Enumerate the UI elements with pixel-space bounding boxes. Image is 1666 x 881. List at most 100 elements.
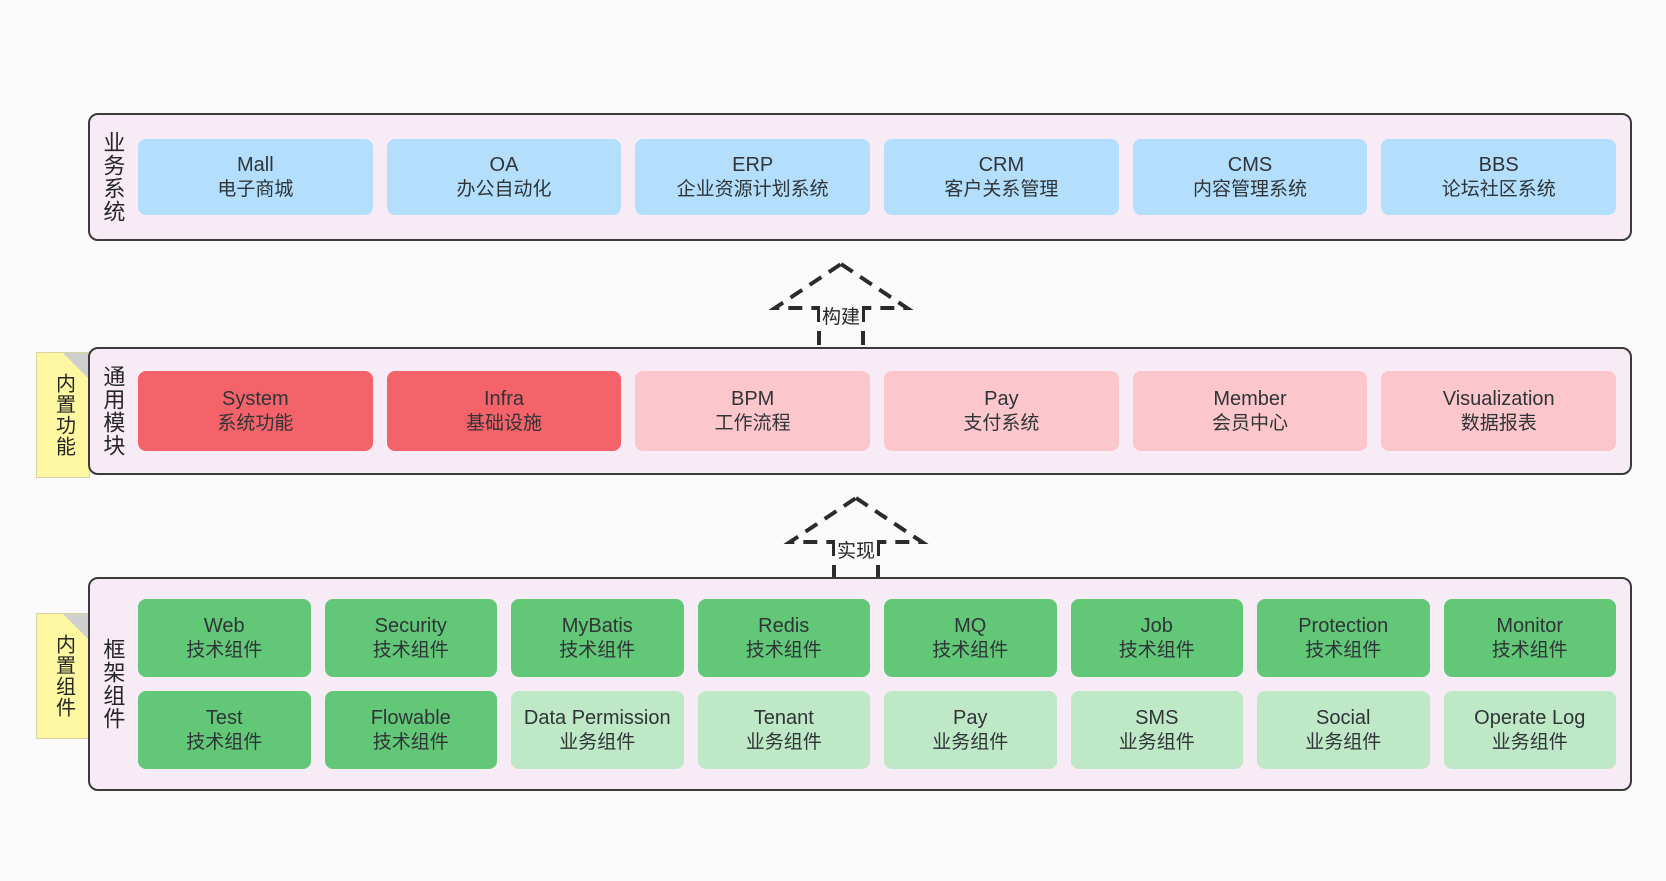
node-tenant[interactable]: Tenant 业务组件 <box>697 691 870 769</box>
node-data-permission[interactable]: Data Permission 业务组件 <box>511 691 684 769</box>
node-pay[interactable]: Pay 支付系统 <box>884 371 1119 451</box>
node-row: Web 技术组件 Security 技术组件 MyBatis 技术组件 Redi… <box>138 599 1616 677</box>
node-title: SMS <box>1135 707 1179 730</box>
node-title: BBS <box>1478 154 1519 177</box>
node-title: Infra <box>483 388 525 411</box>
layer-common-module: 通用模块 System 系统功能 Infra 基础设施 BPM 工作流程 Pay… <box>88 347 1632 475</box>
node-title: Protection <box>1298 615 1389 638</box>
node-subtitle: 工作流程 <box>714 412 791 434</box>
node-title: Flowable <box>370 707 451 730</box>
node-subtitle: 会员中心 <box>1212 412 1289 434</box>
node-subtitle: 技术组件 <box>932 639 1009 661</box>
node-redis[interactable]: Redis 技术组件 <box>697 599 870 677</box>
node-member[interactable]: Member 会员中心 <box>1132 371 1368 451</box>
node-subtitle: 业务组件 <box>932 731 1009 753</box>
node-title: Tenant <box>753 707 814 730</box>
sticky-note-label: 内置功能 <box>52 373 75 457</box>
folded-corner-icon <box>63 614 89 640</box>
node-subtitle: 技术组件 <box>1118 639 1195 661</box>
node-flowable[interactable]: Flowable 技术组件 <box>324 691 497 769</box>
build-arrow: 构建 <box>756 258 926 356</box>
node-title: Social <box>1316 707 1371 730</box>
node-subtitle: 技术组件 <box>372 639 449 661</box>
node-subtitle: 技术组件 <box>1491 639 1568 661</box>
node-subtitle: 技术组件 <box>1305 639 1382 661</box>
node-subtitle: 技术组件 <box>745 639 822 661</box>
node-mq[interactable]: MQ 技术组件 <box>884 599 1057 677</box>
node-title: Web <box>203 615 245 638</box>
node-monitor[interactable]: Monitor 技术组件 <box>1443 599 1616 677</box>
node-title: CMS <box>1227 154 1273 177</box>
node-title: CRM <box>978 154 1025 177</box>
node-subtitle: 客户关系管理 <box>944 178 1059 200</box>
node-security[interactable]: Security 技术组件 <box>324 599 497 677</box>
node-cms[interactable]: CMS 内容管理系统 <box>1132 139 1368 215</box>
node-bbs[interactable]: BBS 论坛社区系统 <box>1381 139 1617 215</box>
node-subtitle: 业务组件 <box>559 731 636 753</box>
node-title: Job <box>1140 615 1173 638</box>
node-oa[interactable]: OA 办公自动化 <box>386 139 622 215</box>
node-mybatis[interactable]: MyBatis 技术组件 <box>511 599 684 677</box>
node-title: Pay <box>953 707 988 730</box>
node-job[interactable]: Job 技术组件 <box>1070 599 1243 677</box>
node-subtitle: 数据报表 <box>1460 412 1537 434</box>
node-title: Mall <box>237 154 274 177</box>
sticky-note-label: 内置组件 <box>52 634 75 718</box>
node-bpm[interactable]: BPM 工作流程 <box>635 371 871 451</box>
node-sms[interactable]: SMS 业务组件 <box>1070 691 1243 769</box>
layer-label-business-system: 业务系统 <box>100 131 126 223</box>
node-subtitle: 业务组件 <box>1491 731 1568 753</box>
node-title: BPM <box>731 388 775 411</box>
node-title: ERP <box>732 154 774 177</box>
node-subtitle: 业务组件 <box>1305 731 1382 753</box>
node-operate-log[interactable]: Operate Log 业务组件 <box>1443 691 1616 769</box>
node-subtitle: 技术组件 <box>372 731 449 753</box>
node-title: OA <box>489 154 519 177</box>
node-mall[interactable]: Mall 电子商城 <box>138 139 373 215</box>
node-row: Test 技术组件 Flowable 技术组件 Data Permission … <box>138 691 1616 769</box>
node-pay-business[interactable]: Pay 业务组件 <box>884 691 1057 769</box>
node-row: System 系统功能 Infra 基础设施 BPM 工作流程 Pay 支付系统… <box>138 371 1617 451</box>
node-subtitle: 支付系统 <box>963 412 1040 434</box>
node-subtitle: 业务组件 <box>1118 731 1195 753</box>
node-subtitle: 论坛社区系统 <box>1441 178 1556 200</box>
node-title: Security <box>374 615 447 638</box>
sticky-note-builtin-feature: 内置功能 <box>36 352 90 478</box>
node-subtitle: 办公自动化 <box>456 178 552 200</box>
node-subtitle: 业务组件 <box>745 731 822 753</box>
node-subtitle: 基础设施 <box>466 412 543 434</box>
node-subtitle: 技术组件 <box>559 639 636 661</box>
node-social[interactable]: Social 业务组件 <box>1257 691 1430 769</box>
node-infra[interactable]: Infra 基础设施 <box>386 371 622 451</box>
node-title: Redis <box>758 615 810 638</box>
node-title: Test <box>205 707 243 730</box>
folded-corner-icon <box>63 353 89 379</box>
node-system[interactable]: System 系统功能 <box>138 371 373 451</box>
node-test[interactable]: Test 技术组件 <box>138 691 311 769</box>
node-subtitle: 系统功能 <box>217 412 294 434</box>
node-title: System <box>221 388 289 411</box>
node-crm[interactable]: CRM 客户关系管理 <box>884 139 1119 215</box>
implement-arrow: 实现 <box>771 492 941 590</box>
node-subtitle: 内容管理系统 <box>1193 178 1308 200</box>
sticky-note-builtin-component: 内置组件 <box>36 613 90 739</box>
node-row: Mall 电子商城 OA 办公自动化 ERP 企业资源计划系统 CRM 客户关系… <box>138 139 1617 215</box>
layer-label-framework-component: 框架组件 <box>100 638 126 730</box>
build-arrow-label: 构建 <box>819 302 863 329</box>
node-erp[interactable]: ERP 企业资源计划系统 <box>635 139 871 215</box>
layer-body-framework-component: Web 技术组件 Security 技术组件 MyBatis 技术组件 Redi… <box>134 579 1630 789</box>
layer-body-common-module: System 系统功能 Infra 基础设施 BPM 工作流程 Pay 支付系统… <box>134 349 1630 473</box>
node-title: Data Permission <box>523 707 671 730</box>
node-title: Monitor <box>1496 615 1564 638</box>
node-visualization[interactable]: Visualization 数据报表 <box>1381 371 1617 451</box>
layer-body-business-system: Mall 电子商城 OA 办公自动化 ERP 企业资源计划系统 CRM 客户关系… <box>134 115 1630 239</box>
node-web[interactable]: Web 技术组件 <box>138 599 311 677</box>
node-title: Visualization <box>1442 388 1555 411</box>
layer-framework-component: 框架组件 Web 技术组件 Security 技术组件 MyBatis 技术组件… <box>88 577 1632 791</box>
layer-label-common-module: 通用模块 <box>100 365 126 457</box>
node-protection[interactable]: Protection 技术组件 <box>1257 599 1430 677</box>
node-title: Member <box>1213 388 1287 411</box>
node-subtitle: 技术组件 <box>186 731 263 753</box>
node-subtitle: 企业资源计划系统 <box>676 178 829 200</box>
